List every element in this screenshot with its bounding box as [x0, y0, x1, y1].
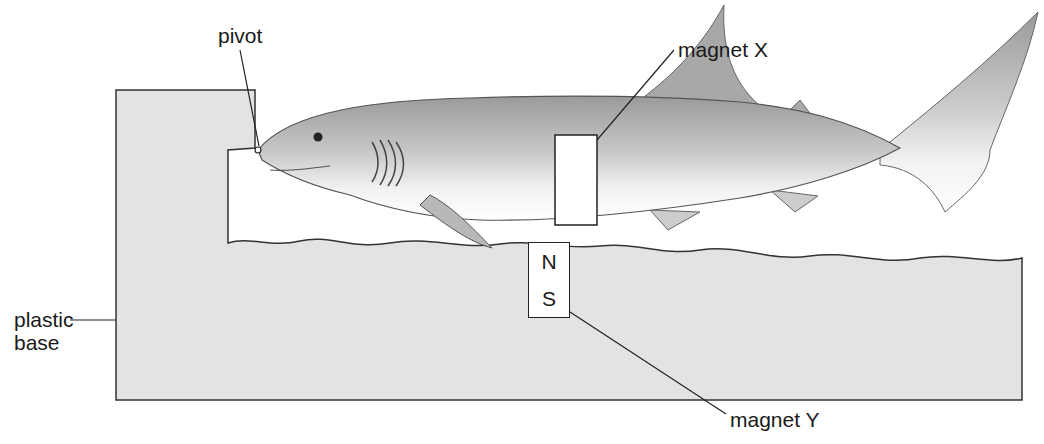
pelvic-fin [650, 210, 700, 230]
part-label: plastic base [14, 308, 76, 354]
leader-line [570, 312, 726, 414]
shark-tail [880, 12, 1038, 212]
magnet-x [555, 135, 597, 225]
pectoral-fin [420, 195, 492, 248]
magnet-y-box: NS [528, 242, 570, 318]
pivot-point [255, 147, 261, 153]
pole-letter: S [542, 287, 556, 310]
leader-line [597, 50, 674, 140]
leader-line [240, 50, 259, 146]
shark-eye [314, 133, 323, 142]
shark-gills [372, 140, 404, 186]
part-label: magnet Y [730, 408, 820, 431]
leader-line [70, 319, 116, 320]
shark-mouth [270, 166, 330, 171]
anal-fin [770, 190, 818, 212]
pole-letter: N [541, 250, 556, 273]
plastic-base [116, 90, 1022, 400]
part-label: pivot [218, 24, 262, 47]
part-label: magnet X [678, 38, 768, 61]
